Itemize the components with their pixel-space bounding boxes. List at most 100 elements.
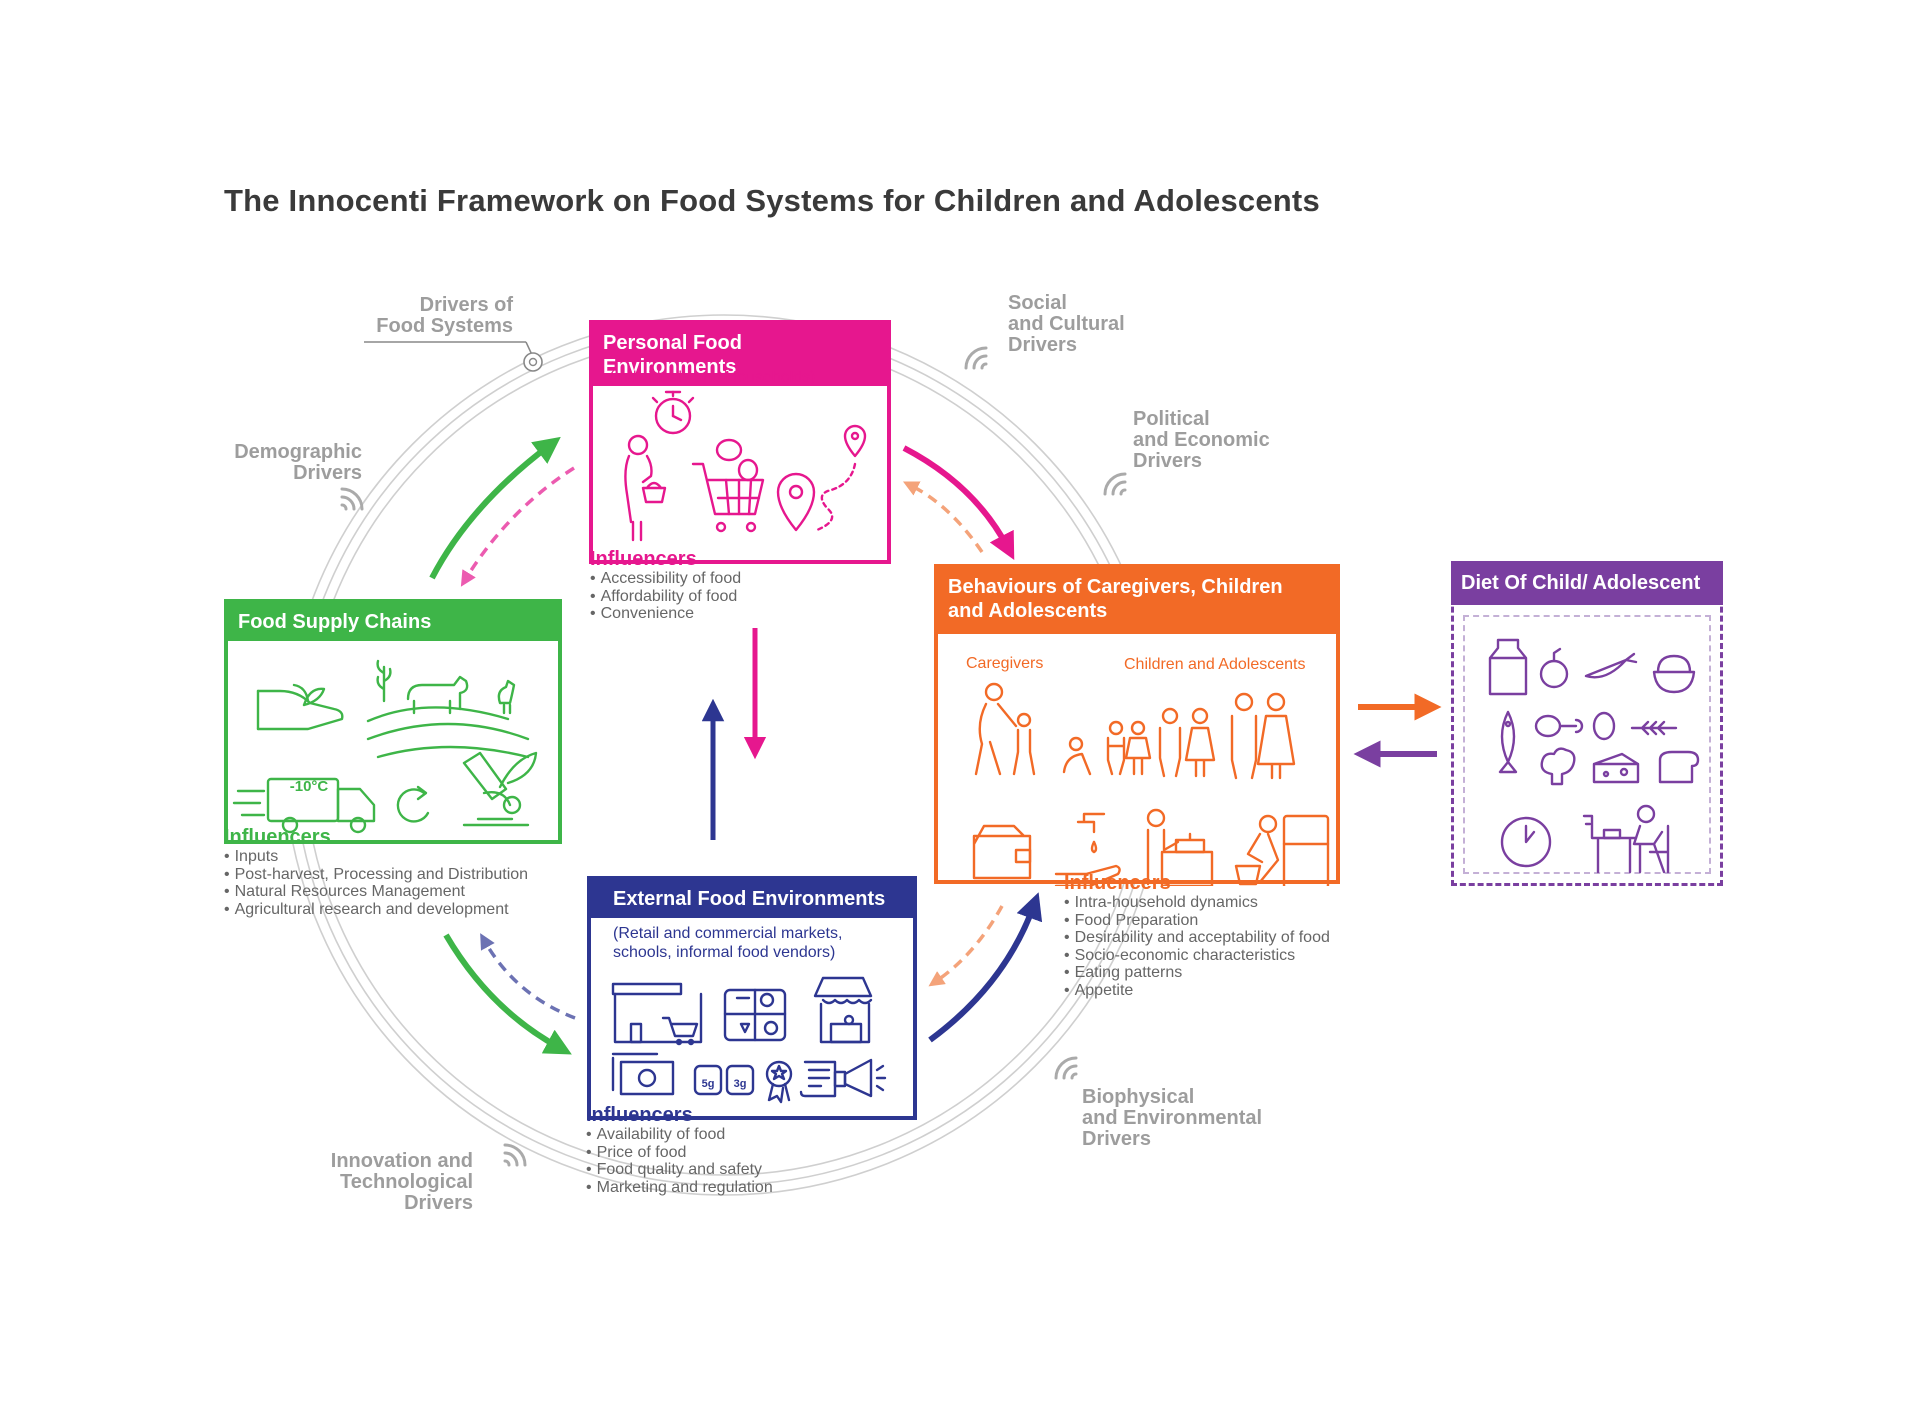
handwashing-icon	[1054, 812, 1121, 886]
drivers-target-icon	[523, 352, 543, 372]
recycle-icon	[396, 785, 430, 823]
nutrition-label-icon	[693, 1064, 755, 1096]
arrow-behaviours-to-external	[928, 905, 1004, 987]
signal-icon-social	[964, 346, 988, 370]
broccoli-icon	[1540, 747, 1576, 786]
personal-influencer-item: Convenience	[590, 605, 741, 623]
arrow-supply-to-personal	[429, 436, 561, 580]
external-influencer-item: Food quality and safety	[586, 1161, 773, 1179]
personal-header: Personal Food Environments	[593, 324, 887, 386]
money-icon	[611, 1052, 675, 1096]
farm-livestock-icon	[366, 659, 530, 759]
signal-icon-political	[1103, 472, 1127, 496]
microscope-icon	[462, 751, 538, 827]
lunch-tray-icon	[723, 988, 787, 1042]
behaviours-header: Behaviours of Caregivers, Children and A…	[938, 568, 1336, 634]
arrow-external-to-behaviours	[928, 892, 1043, 1043]
supply-influencer-item: Natural Resources Management	[224, 883, 528, 901]
external-subtitle-line1: (Retail and commercial markets,	[613, 925, 843, 942]
personal-influencers: Influencers Accessibility of food Afford…	[590, 548, 741, 623]
food-supply-chains-box: Food Supply Chains	[224, 599, 562, 844]
quality-badge-icon	[765, 1060, 793, 1104]
external-food-environments-box: External Food Environments (Retail and c…	[587, 876, 917, 1120]
grain-bowl-icon	[1652, 654, 1696, 694]
behaviours-box: Behaviours of Caregivers, Children and A…	[934, 564, 1340, 886]
external-subtitle: (Retail and commercial markets, schools,…	[613, 924, 842, 962]
diet-inner-frame	[1463, 615, 1711, 874]
signal-icon-innovation	[503, 1143, 527, 1167]
supply-influencer-item: Agricultural research and development	[224, 901, 528, 919]
signal-icon-biophysical	[1054, 1056, 1078, 1080]
external-influencer-item: Marketing and regulation	[586, 1179, 773, 1197]
arrow-personal-to-behaviours	[902, 445, 1015, 560]
supply-influencer-item: Inputs	[224, 848, 528, 866]
bread-icon	[1658, 750, 1700, 784]
fish-icon	[1498, 710, 1518, 774]
behaviours-influencer-item: Food Preparation	[1064, 912, 1330, 930]
child-eating-icon	[1582, 804, 1670, 874]
fridge-icon	[1234, 814, 1330, 886]
hand-seedling-icon	[256, 683, 344, 731]
family-group-icon	[1062, 692, 1296, 780]
supply-influencers-title: Influencers	[224, 826, 331, 848]
behaviours-header-line1: Behaviours of Caregivers, Children	[948, 576, 1283, 598]
caregiver-child-icon	[974, 682, 1036, 776]
label-5g: 5g	[701, 1078, 715, 1090]
behaviours-header-line2: and Adolescents	[948, 600, 1108, 622]
personal-influencer-item: Accessibility of food	[590, 570, 742, 588]
external-influencer-item: Price of food	[586, 1144, 773, 1162]
personal-influencers-title: Influencers	[590, 548, 697, 570]
personal-influencer-item: Affordability of food	[590, 588, 741, 606]
diet-header: Diet Of Child/ Adolescent	[1451, 561, 1723, 605]
external-influencer-item: Availability of food	[586, 1126, 773, 1144]
cheese-icon	[1592, 752, 1640, 784]
shopper-icon	[624, 434, 667, 542]
wallet-icon	[972, 824, 1032, 880]
advertising-icon	[799, 1058, 887, 1098]
diet-box: Diet Of Child/ Adolescent	[1451, 561, 1723, 886]
supply-header: Food Supply Chains	[228, 603, 558, 641]
behaviours-influencers: Influencers Intra-household dynamics Foo…	[1064, 872, 1330, 999]
external-influencers: Influencers Availability of food Price o…	[586, 1104, 773, 1196]
behaviours-influencer-item: Desirability and acceptability of food	[1064, 929, 1330, 947]
signal-icon-demographic	[340, 487, 364, 511]
behaviours-influencer-item: Intra-household dynamics	[1064, 894, 1330, 912]
truck-temperature-label: -10°C	[289, 778, 329, 795]
wheat-icon	[1630, 720, 1678, 736]
supermarket-icon	[611, 982, 703, 1046]
market-stall-icon	[813, 976, 873, 1044]
arrow-personal-to-supply	[460, 466, 575, 587]
refrigerated-truck-icon	[232, 777, 376, 834]
shopping-cart-icon	[691, 438, 765, 533]
arrow-behaviours-to-personal	[902, 481, 984, 553]
behaviours-influencers-title: Influencers	[1064, 872, 1171, 894]
milk-carton-icon	[1488, 638, 1528, 696]
clock-icon	[1500, 816, 1552, 868]
external-subtitle-line2: schools, informal food vendors)	[613, 944, 836, 961]
label-3g: 3g	[733, 1078, 747, 1090]
supply-influencer-item: Post-harvest, Processing and Distributio…	[224, 866, 528, 884]
egg-icon	[1592, 711, 1616, 741]
children-adolescents-label: Children and Adolescents	[1124, 656, 1306, 673]
arrow-supply-to-external	[443, 933, 572, 1055]
personal-food-environments-box: Personal Food Environments (Individuals …	[589, 320, 891, 564]
behaviours-influencer-item: Eating patterns	[1064, 964, 1330, 982]
cooking-icon	[1146, 808, 1214, 886]
personal-subtitle: (Individuals and Households)	[609, 369, 816, 386]
arrow-external-to-supply	[480, 933, 576, 1020]
diagram-title: The Innocenti Framework on Food Systems …	[224, 183, 1320, 218]
caregivers-label: Caregivers	[966, 655, 1044, 672]
external-header: External Food Environments	[591, 880, 913, 918]
carrot-icon	[1584, 652, 1638, 679]
stopwatch-icon	[651, 390, 695, 435]
behaviours-influencer-item: Socio-economic characteristics	[1064, 947, 1330, 965]
apple-icon	[1539, 647, 1569, 689]
supply-influencers: Influencers Inputs Post-harvest, Process…	[224, 826, 528, 918]
